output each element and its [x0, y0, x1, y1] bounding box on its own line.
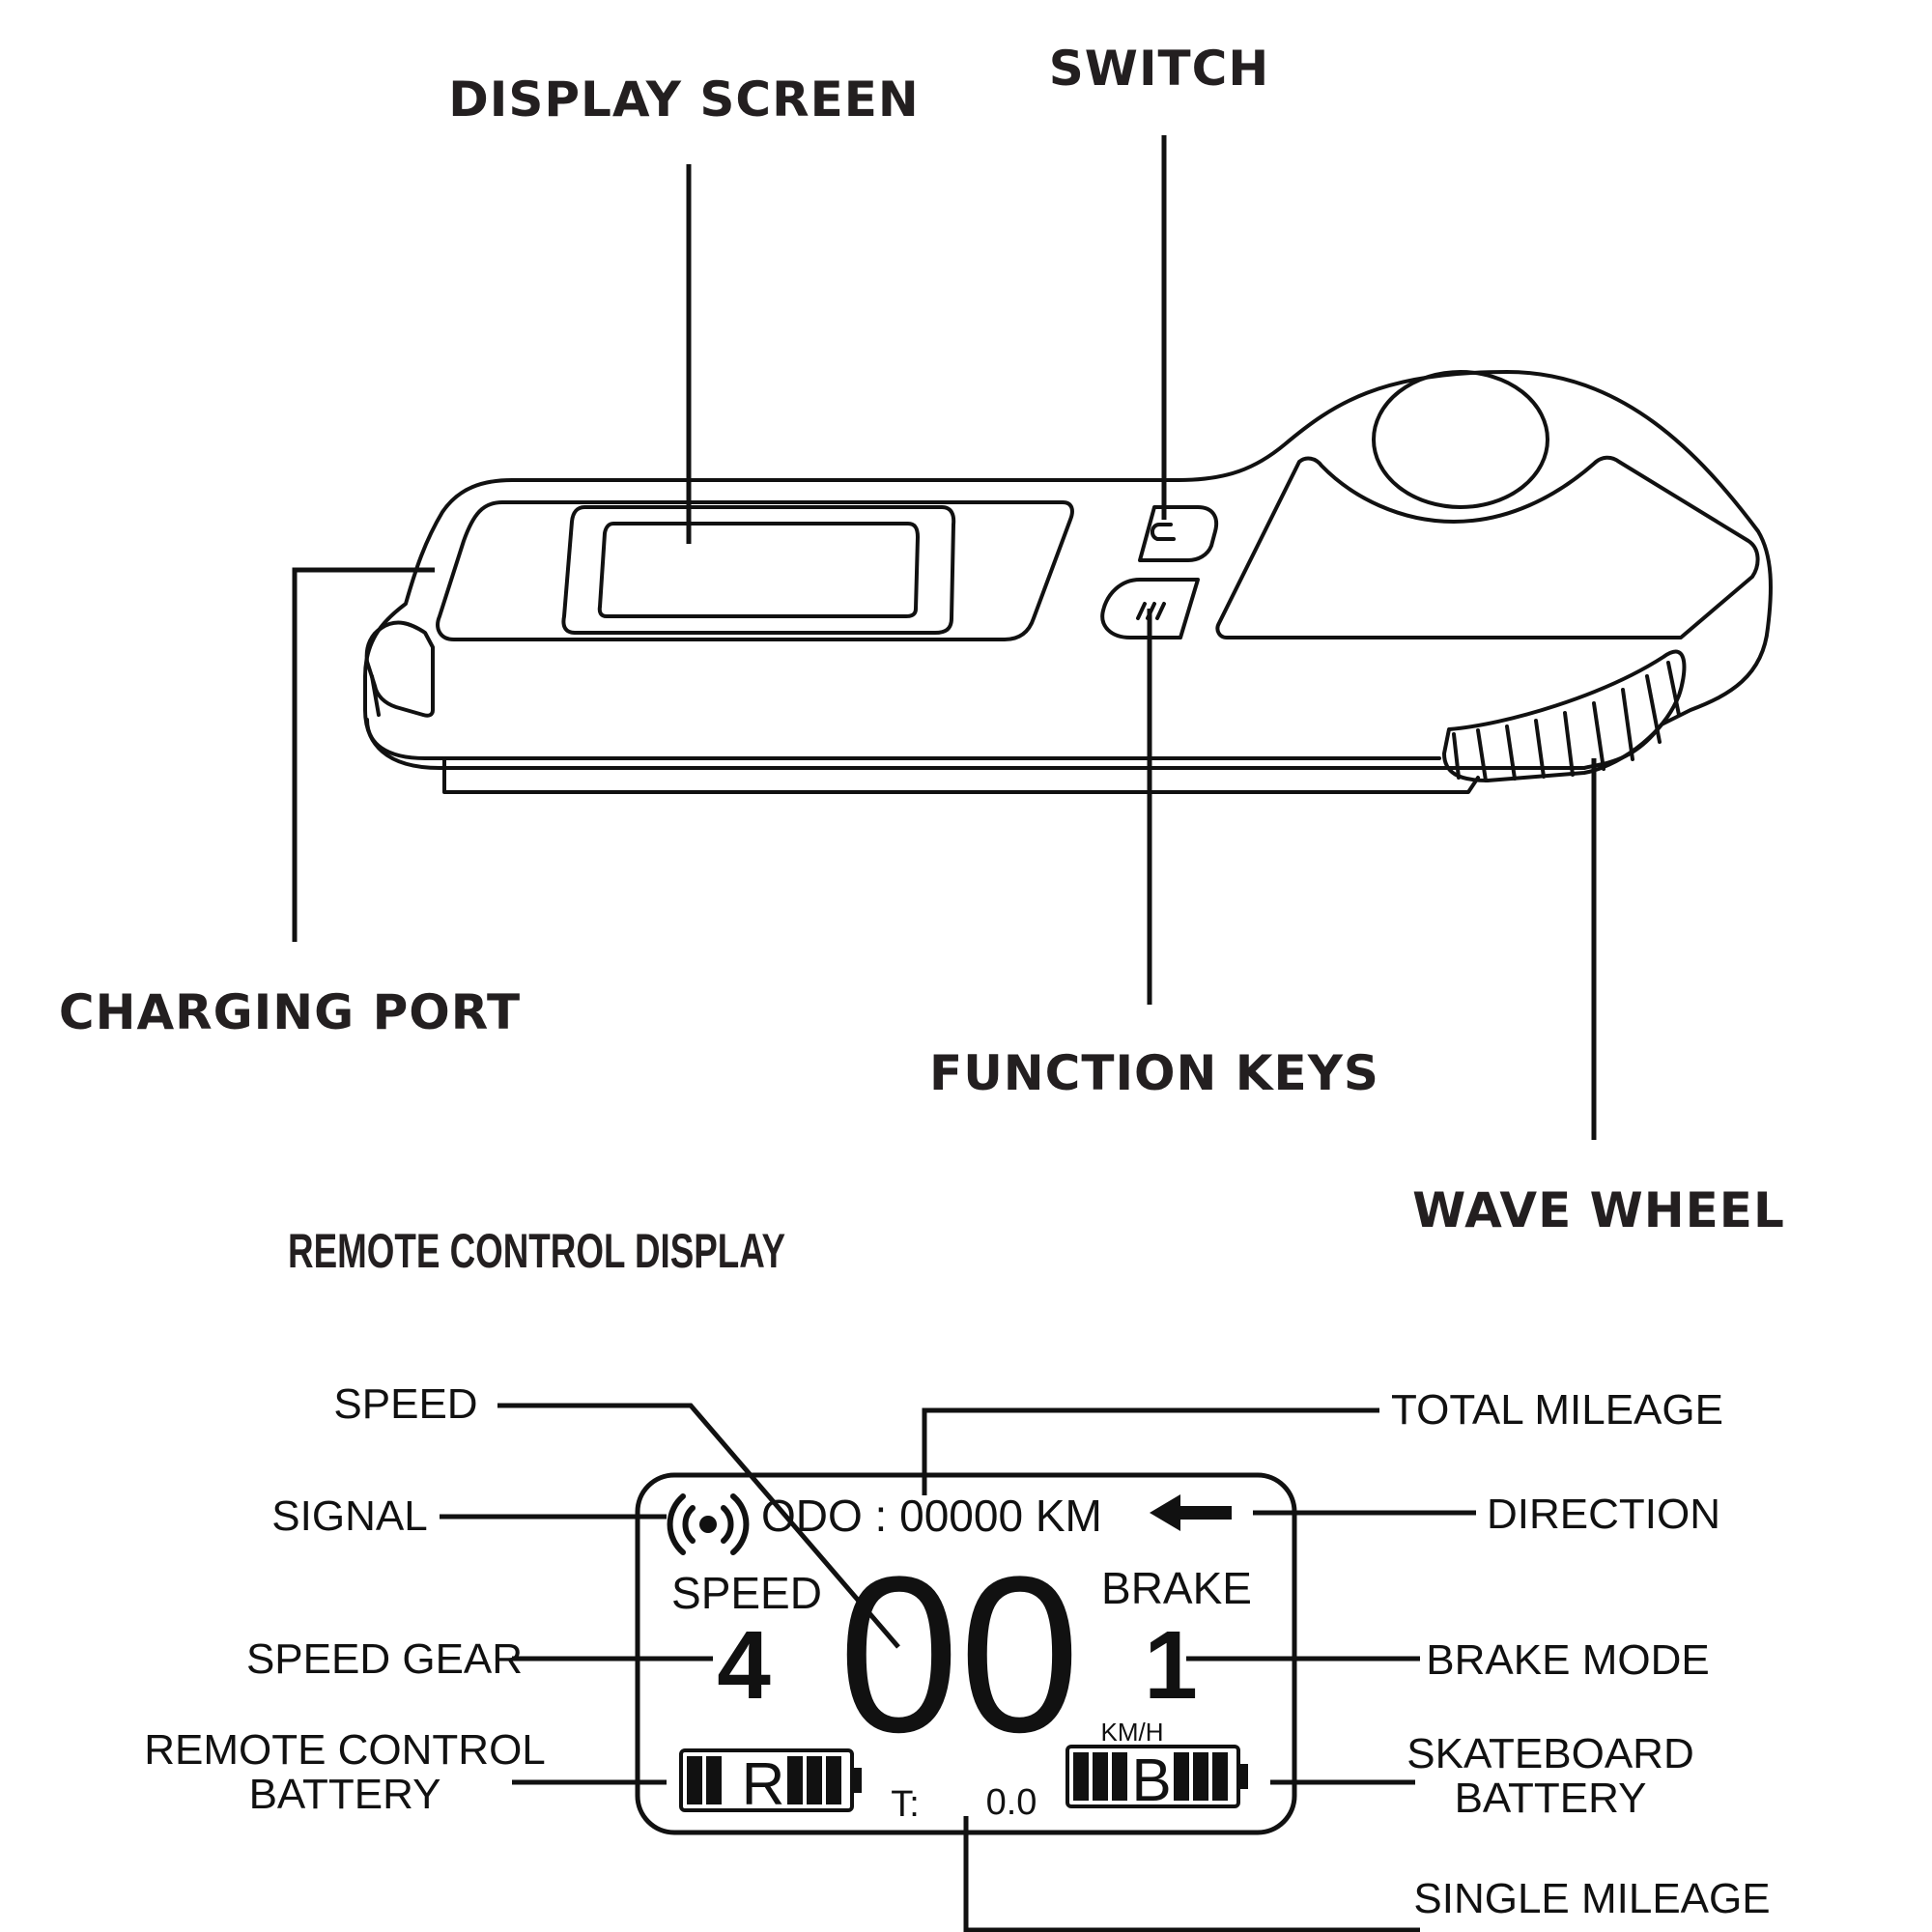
- callout-remote-battery-2: BATTERY: [249, 1771, 441, 1818]
- wave-wheel-graphic[interactable]: [1442, 649, 1687, 782]
- speed-label: SPEED: [671, 1568, 822, 1618]
- callout-direction: DIRECTION: [1487, 1491, 1720, 1538]
- callout-signal: SIGNAL: [271, 1492, 427, 1540]
- callout-skateboard-battery-1: SKATEBOARD: [1406, 1730, 1693, 1777]
- section-title: REMOTE CONTROL DISPLAY: [288, 1224, 785, 1278]
- callout-remote-battery-1: REMOTE CONTROL: [144, 1726, 546, 1774]
- skateboard-battery-letter: B: [1131, 1747, 1171, 1814]
- remote-battery-letter: R: [742, 1751, 785, 1818]
- arrow-left-icon: [1150, 1494, 1232, 1531]
- trip-value: 0.0: [986, 1782, 1037, 1823]
- callout-total-mileage: TOTAL MILEAGE: [1391, 1386, 1723, 1434]
- callout-speed: SPEED: [333, 1380, 477, 1428]
- label-wave-wheel: WAVE WHEEL: [1412, 1182, 1785, 1238]
- callout-single-mileage: SINGLE MILEAGE: [1413, 1875, 1770, 1922]
- callout-skateboard-battery-2: BATTERY: [1455, 1775, 1647, 1822]
- label-display-screen: DISPLAY SCREEN: [448, 71, 920, 128]
- label-function-keys: FUNCTION KEYS: [929, 1045, 1379, 1101]
- remote-battery-icon: [679, 1748, 862, 1812]
- callout-brake-mode: BRAKE MODE: [1426, 1636, 1709, 1684]
- odo-readout: ODO : 00000 KM: [761, 1491, 1102, 1541]
- label-charging-port: CHARGING PORT: [59, 984, 521, 1040]
- trip-label: T:: [891, 1784, 920, 1825]
- speed-gear-value: 4: [717, 1611, 771, 1719]
- skateboard-battery-icon: [1065, 1745, 1248, 1808]
- label-switch: SWITCH: [1049, 41, 1269, 97]
- signal-icon: [667, 1493, 750, 1555]
- speed-value: 00: [838, 1530, 1080, 1778]
- brake-label: BRAKE: [1101, 1563, 1252, 1613]
- remote-device: [363, 370, 1773, 794]
- callout-speed-gear: SPEED GEAR: [246, 1635, 523, 1683]
- speed-unit: KM/H: [1101, 1718, 1164, 1747]
- power-icon[interactable]: [1151, 523, 1176, 541]
- brake-mode-value: 1: [1144, 1611, 1198, 1719]
